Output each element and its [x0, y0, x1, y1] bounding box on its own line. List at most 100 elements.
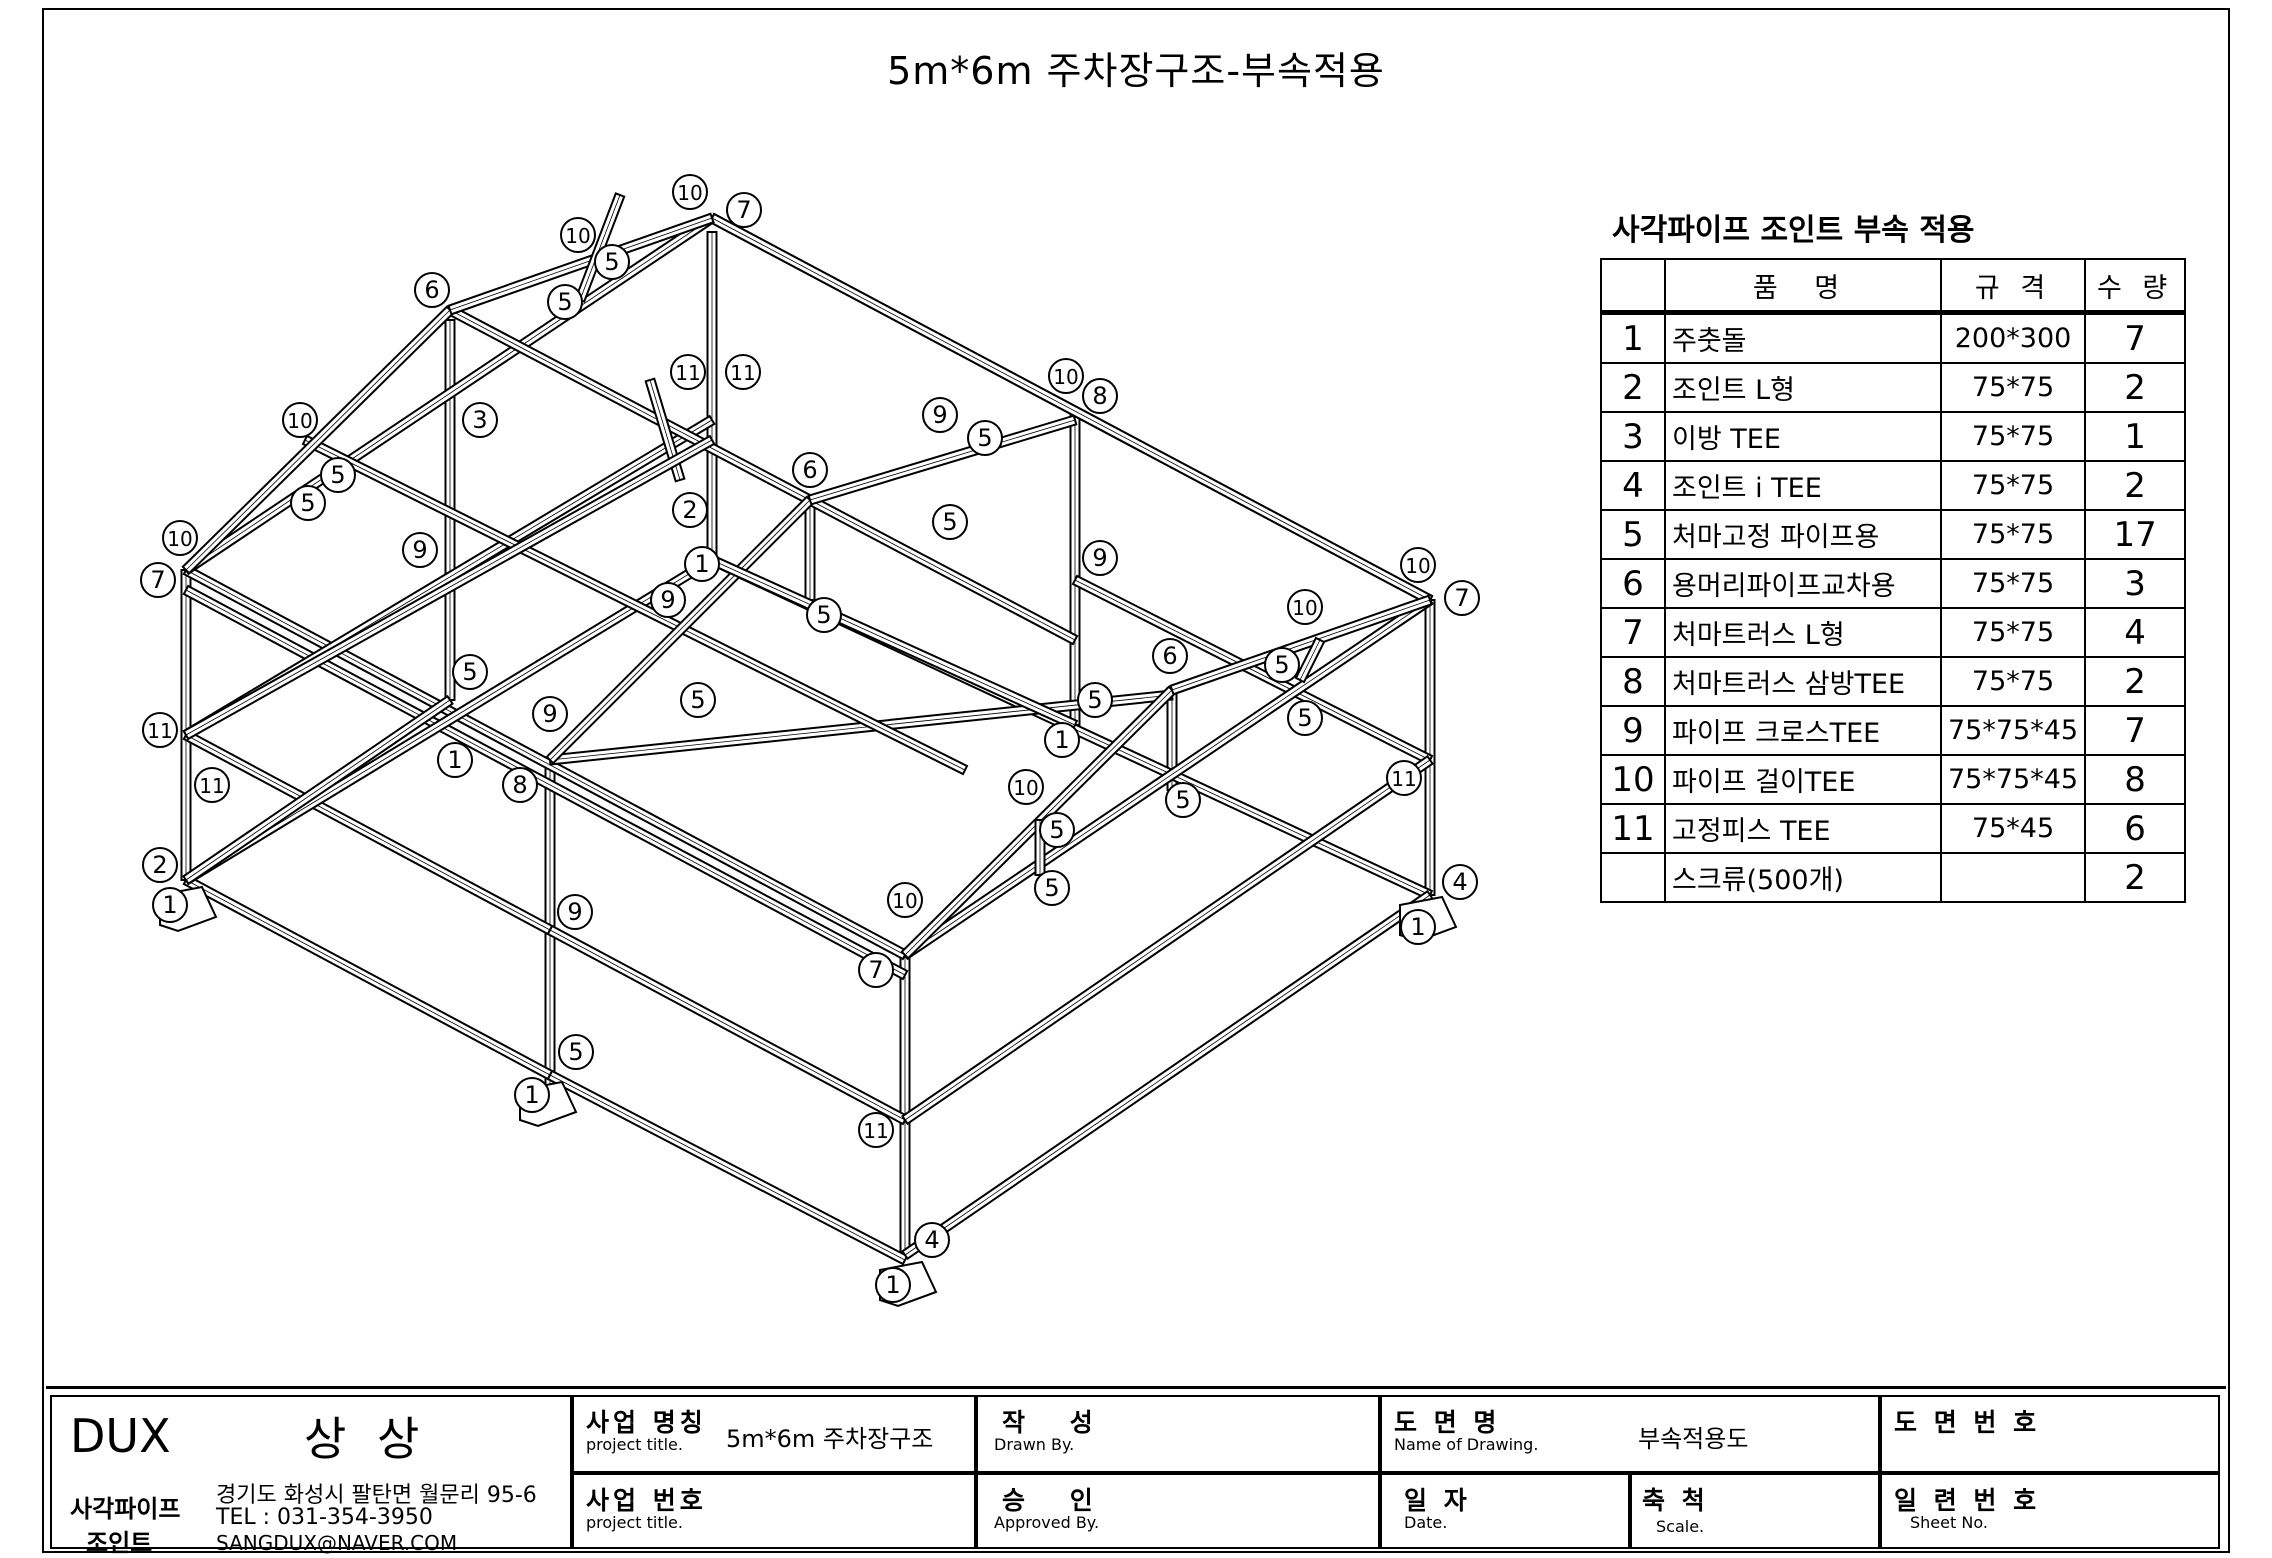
- part-callout-5: 5: [680, 682, 716, 718]
- pipe-centerline: [185, 439, 713, 736]
- part-callout-5: 5: [932, 504, 968, 540]
- pipe-centerline: [304, 439, 966, 771]
- part-callout-9: 9: [922, 397, 958, 433]
- svg-text:9: 9: [932, 401, 947, 429]
- part-callout-5: 5: [1077, 682, 1113, 718]
- part-callout-5: 5: [1165, 782, 1201, 818]
- pipe-centerline: [1171, 599, 1431, 691]
- project-title-label: 사업 명칭: [586, 1408, 707, 1437]
- scale-label: 축 척: [1642, 1486, 1709, 1515]
- svg-text:1: 1: [447, 746, 462, 774]
- bom-qty: 2: [2084, 852, 2187, 903]
- bom-name: 조인트 L형: [1664, 362, 1942, 413]
- bom-no: 5: [1600, 509, 1666, 560]
- part-callout-1: 1: [684, 546, 720, 582]
- bom-spec: 75*75: [1939, 411, 2087, 462]
- drawing-name-value: 부속적용도: [1638, 1425, 1749, 1453]
- pipe-centerline: [185, 569, 906, 956]
- bom-spec: 200*300: [1939, 311, 2087, 364]
- svg-text:5: 5: [1297, 704, 1312, 732]
- bom-header-row: 품 명 규 격 수 량: [1600, 258, 2187, 315]
- drawn-by-cell: 작 성 Drawn By.: [976, 1395, 1380, 1473]
- bom-row: 스크류(500개)2: [1600, 852, 2187, 903]
- bom-no: 8: [1600, 656, 1666, 707]
- bom-name: 용머리파이프교차용: [1664, 558, 1942, 609]
- sheet-no-cell: 일 련 번 호 Sheet No.: [1880, 1473, 2220, 1549]
- part-callout-1: 1: [1044, 722, 1080, 758]
- pipe-centerline: [549, 499, 811, 761]
- svg-text:7: 7: [868, 956, 883, 984]
- pipe-centerline: [549, 694, 1173, 761]
- part-callout-10: 10: [1008, 769, 1044, 805]
- bom-header-name: 품 명: [1664, 258, 1942, 315]
- bom-header-spec: 규 격: [1939, 258, 2087, 315]
- pipe-centerline: [449, 309, 1076, 641]
- date-label: 일 자: [1404, 1486, 1471, 1515]
- part-callout-11: 11: [725, 354, 761, 390]
- bom-spec: 75*75: [1939, 558, 2087, 609]
- brand-korean-text: 상 상: [304, 1412, 428, 1466]
- pipe-centerline: [185, 879, 551, 1076]
- part-callout-5: 5: [1039, 812, 1075, 848]
- date-cell: 일 자 Date.: [1380, 1473, 1630, 1549]
- svg-text:10: 10: [565, 224, 590, 248]
- brand-logo-text: DUX: [70, 1409, 171, 1463]
- pipe-centerline: [185, 734, 551, 931]
- bom-no: 10: [1600, 754, 1666, 805]
- bom-no: 6: [1600, 558, 1666, 609]
- part-callout-10: 10: [162, 520, 198, 556]
- part-callout-10: 10: [282, 402, 318, 438]
- svg-text:2: 2: [682, 496, 697, 524]
- part-callout-5: 5: [967, 420, 1003, 456]
- bom-name: 처마고정 파이프용: [1664, 509, 1942, 560]
- part-callout-5: 5: [1287, 700, 1323, 736]
- part-callout-9: 9: [1082, 540, 1118, 576]
- pipe-centerline: [711, 217, 1431, 601]
- bom-qty: 2: [2084, 460, 2187, 511]
- bom-spec: [1939, 852, 2087, 903]
- svg-text:5: 5: [462, 658, 477, 686]
- svg-text:10: 10: [892, 889, 917, 913]
- svg-text:1: 1: [694, 550, 709, 578]
- pipe-centerline: [904, 599, 1431, 956]
- part-callout-6: 6: [1152, 638, 1188, 674]
- part-callout-5: 5: [806, 597, 842, 633]
- part-callout-9: 9: [402, 532, 438, 568]
- company-tel: TEL : 031-354-3950: [216, 1505, 433, 1530]
- part-callout-5: 5: [558, 1034, 594, 1070]
- approved-by-label-en: Approved By.: [994, 1513, 1100, 1532]
- svg-text:11: 11: [730, 361, 755, 385]
- svg-text:6: 6: [802, 456, 817, 484]
- bom-name: 파이프 걸이TEE: [1664, 754, 1942, 805]
- part-callout-2: 2: [142, 847, 178, 883]
- pipe-centerline: [185, 309, 451, 571]
- company-cell: DUX 상 상 사각파이프 조인트 경기도 화성시 팔탄면 월문리 95-6 T…: [50, 1395, 572, 1557]
- drawing-no-cell: 도 면 번 호: [1880, 1395, 2220, 1473]
- svg-text:11: 11: [675, 361, 700, 385]
- part-callout-5: 5: [290, 485, 326, 521]
- drawing-name-label-en: Name of Drawing.: [1394, 1435, 1539, 1454]
- svg-text:5: 5: [816, 601, 831, 629]
- svg-text:7: 7: [1454, 584, 1469, 612]
- sheet-no-label: 일 련 번 호: [1894, 1486, 2041, 1515]
- bom-qty: 2: [2084, 362, 2187, 413]
- svg-text:10: 10: [1053, 365, 1078, 389]
- svg-text:4: 4: [924, 1226, 939, 1254]
- part-callout-10: 10: [1400, 547, 1436, 583]
- part-callout-6: 6: [414, 272, 450, 308]
- bom-name: 파이프 크로스TEE: [1664, 705, 1942, 756]
- part-callout-8: 8: [502, 767, 538, 803]
- svg-text:9: 9: [1092, 544, 1107, 572]
- svg-text:11: 11: [199, 774, 224, 798]
- bom-no: 11: [1600, 803, 1666, 854]
- part-callout-6: 6: [792, 452, 828, 488]
- part-callout-1: 1: [152, 887, 188, 923]
- svg-text:11: 11: [147, 719, 172, 743]
- part-callout-5: 5: [1034, 870, 1070, 906]
